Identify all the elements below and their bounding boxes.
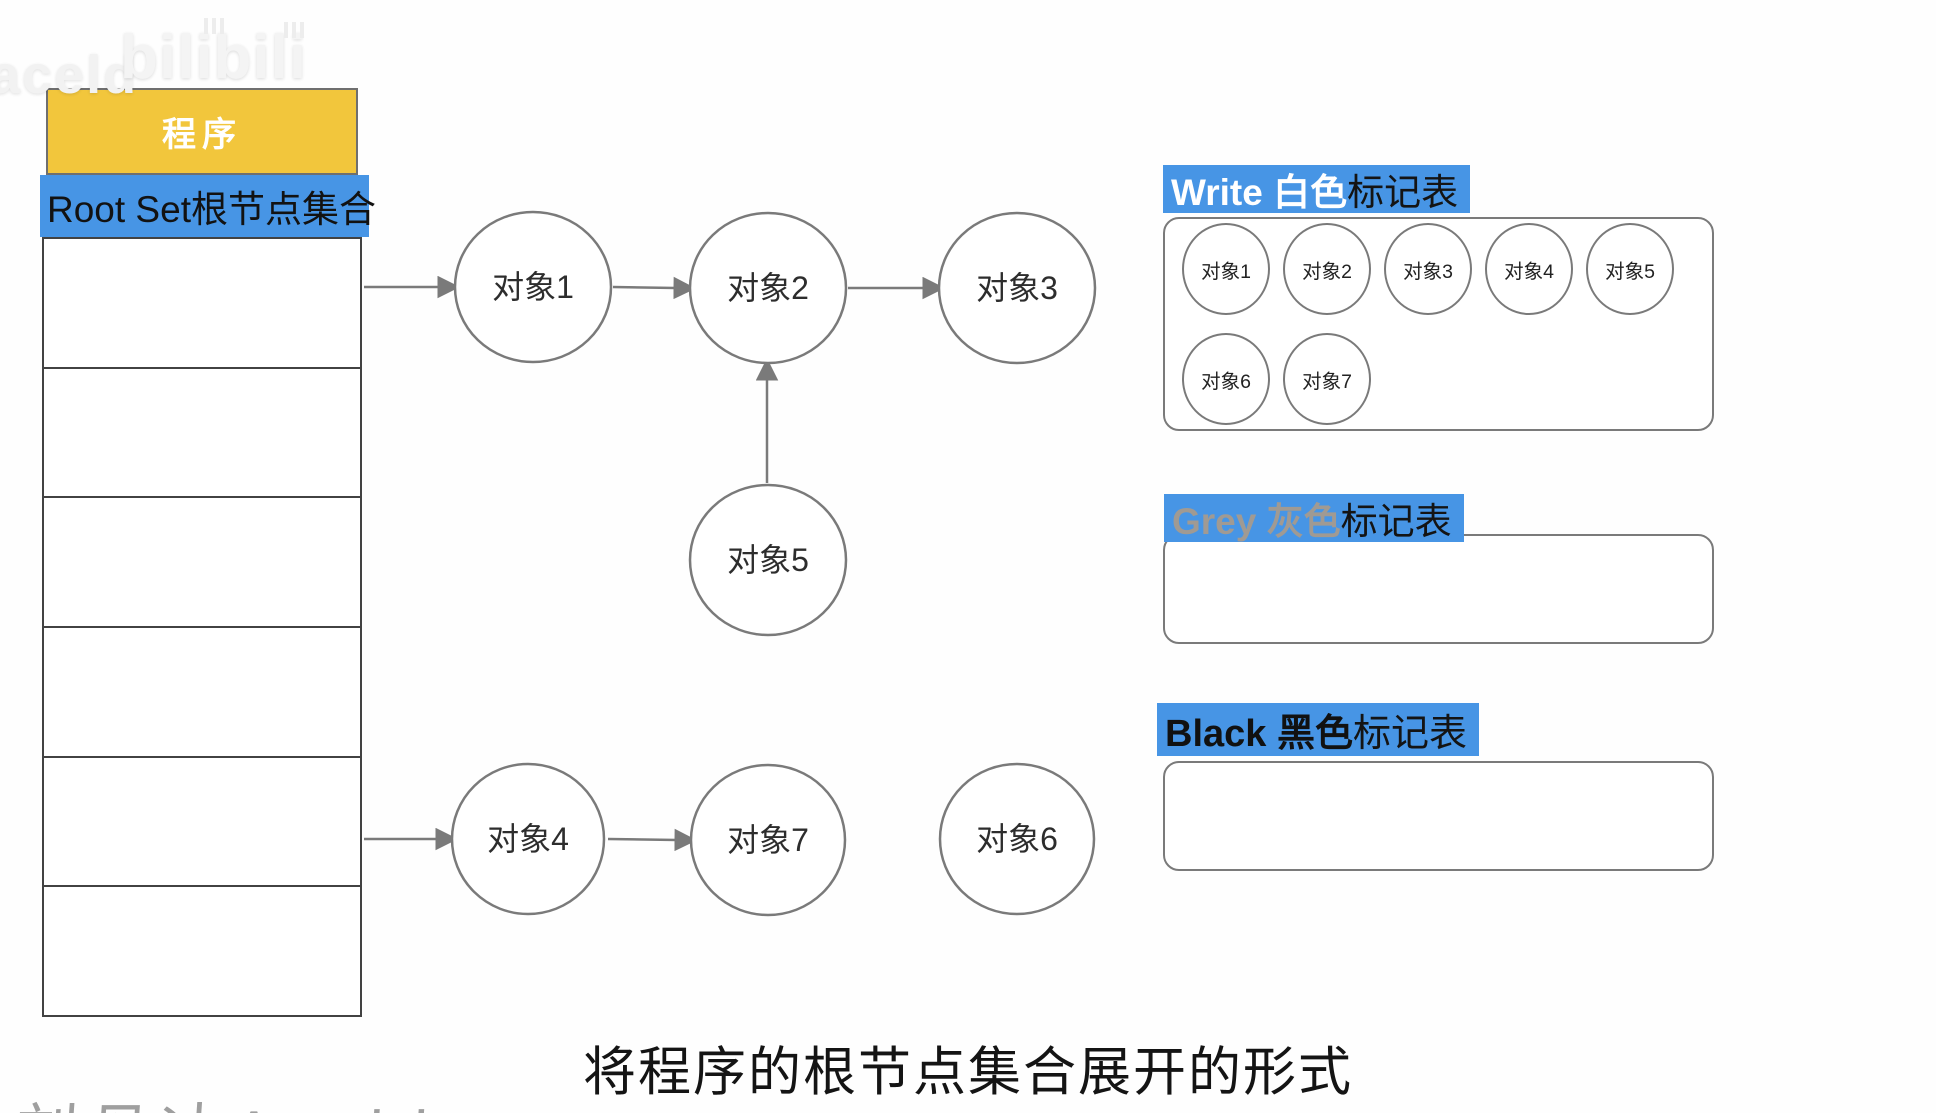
program-table-header: 程序 xyxy=(46,88,358,175)
caption-text: 将程序的根节点集合展开的形式 xyxy=(583,1043,1353,1102)
white-mark-table-label: Write 白色标记表 xyxy=(1163,165,1471,213)
white-table-item: 对象5 xyxy=(1586,223,1674,315)
node-label: 对象1 xyxy=(492,269,574,305)
black-mark-title-en: Black 黑色 xyxy=(1165,713,1353,755)
grey-mark-title-cn: 标记表 xyxy=(1340,501,1452,542)
root-set-row: Root Set根节点集合 xyxy=(40,175,376,237)
table-row xyxy=(44,369,360,499)
white-table-item: 对象3 xyxy=(1384,223,1472,315)
white-table-item: 对象7 xyxy=(1283,333,1371,425)
grey-mark-title-en: Grey 灰色 xyxy=(1172,501,1341,542)
white-table-item: 对象6 xyxy=(1182,333,1270,425)
graph-node-obj4: 对象4 xyxy=(450,762,606,916)
node-label: 对象4 xyxy=(487,821,569,857)
watermark-signature: 刘丹冰Aceld xyxy=(13,1082,440,1113)
node-label: 对象7 xyxy=(727,822,809,858)
graph-node-obj2: 对象2 xyxy=(688,211,848,365)
node-label: 对象2 xyxy=(727,270,809,306)
program-table-body xyxy=(42,237,362,1017)
white-table-item: 对象2 xyxy=(1283,223,1371,315)
graph-node-obj5: 对象5 xyxy=(688,483,848,637)
node-label: 对象5 xyxy=(727,542,809,578)
graph-node-obj1: 对象1 xyxy=(453,210,613,364)
white-mark-title-en: Write 白色 xyxy=(1171,172,1348,213)
black-mark-title-cn: 标记表 xyxy=(1352,713,1467,755)
graph-node-obj7: 对象7 xyxy=(689,763,847,917)
node-label: 对象3 xyxy=(976,270,1058,306)
node-label: 对象6 xyxy=(976,821,1058,857)
white-table-item: 对象4 xyxy=(1485,223,1573,315)
bilibili-antenna-icon xyxy=(204,18,224,34)
bilibili-antenna-icon xyxy=(284,22,304,38)
white-table-item: 对象1 xyxy=(1182,223,1270,315)
graph-node-obj3: 对象3 xyxy=(937,211,1097,365)
table-row xyxy=(44,628,360,758)
white-mark-title-cn: 标记表 xyxy=(1347,172,1459,213)
table-row xyxy=(44,239,360,369)
grey-mark-table-box xyxy=(1163,534,1714,644)
graph-node-obj6: 对象6 xyxy=(938,762,1096,916)
grey-mark-table-label: Grey 灰色标记表 xyxy=(1164,494,1464,542)
edge-obj1-to-obj2 xyxy=(612,276,696,300)
table-row xyxy=(44,758,360,888)
bilibili-logo: bilibili xyxy=(120,23,308,92)
edge-obj4-to-obj7 xyxy=(607,828,697,852)
watermark-aceld: aceld xyxy=(0,45,139,105)
black-mark-table-box xyxy=(1163,761,1714,871)
table-row xyxy=(44,498,360,629)
black-mark-table-label: Black 黑色标记表 xyxy=(1157,703,1479,756)
